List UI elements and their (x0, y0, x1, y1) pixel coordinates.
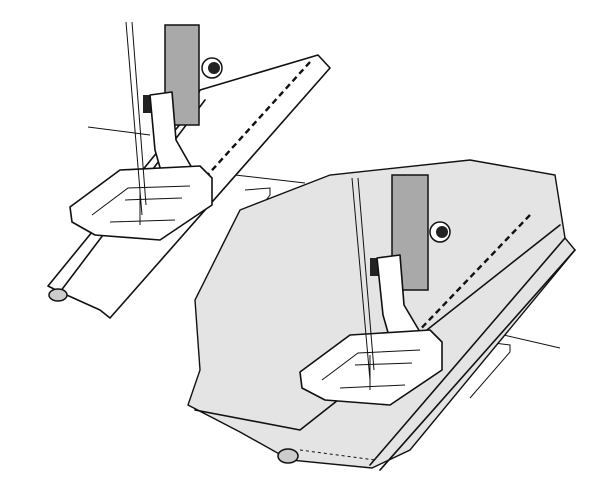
thread (125, 21, 143, 216)
guide-line (87, 126, 151, 136)
stitch-line (409, 214, 531, 341)
fabric-sheet (187, 159, 576, 469)
fabric-fold-line (194, 224, 561, 431)
screw-head (208, 62, 220, 74)
guide-line (234, 174, 306, 184)
foot-markings (321, 349, 421, 390)
foot-markings (91, 185, 191, 225)
fabric-roll-end (277, 448, 299, 464)
needle (357, 177, 375, 371)
screw-head (436, 226, 448, 238)
fabric-layer-edges (369, 237, 576, 471)
fabric-roll-end (48, 288, 68, 302)
left-figure (47, 21, 331, 319)
thread (351, 177, 371, 381)
needle (131, 21, 147, 206)
presser-foot (299, 329, 443, 406)
basting-line (299, 449, 376, 461)
right-figure (187, 159, 576, 471)
